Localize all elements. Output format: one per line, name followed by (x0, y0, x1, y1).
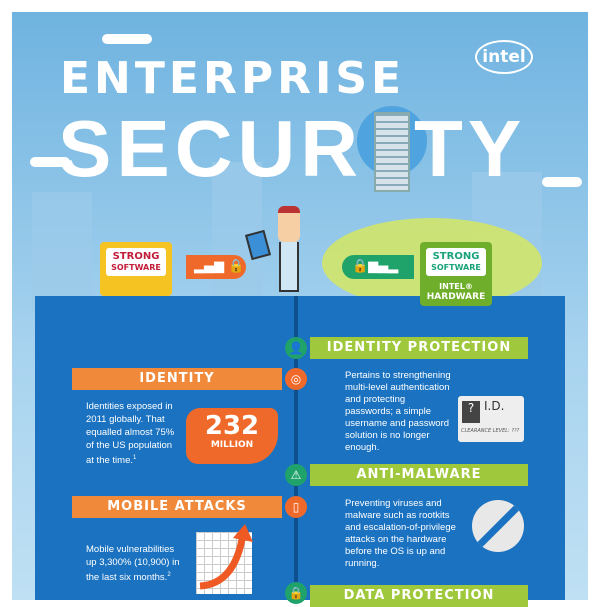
person-illustration (278, 206, 304, 296)
user-icon: 👤 (285, 337, 307, 359)
identity-stat-unit: MILLION (210, 440, 254, 450)
right-robot-line1: STRONG (432, 251, 480, 262)
warning-icon: ⚠ (285, 464, 307, 486)
mobile-attacks-header: MOBILE ATTACKS (72, 496, 282, 518)
right-robot: STRONG SOFTWARE INTEL® HARDWARE (420, 242, 492, 306)
id-card: ? I.D. CLEARANCE LEVEL: ??? (458, 396, 524, 442)
anti-malware-header: ANTI-MALWARE (310, 464, 528, 486)
identity-stat: 232 (204, 411, 260, 441)
rising-arrow-icon (199, 524, 253, 590)
timeline-line (294, 296, 298, 600)
lock-icon: 🔒 (285, 582, 307, 604)
intel-logo: intel (475, 40, 533, 74)
no-entry-icon (472, 500, 524, 552)
right-robot-line2: SOFTWARE (431, 263, 481, 272)
id-card-title: I.D. (484, 399, 505, 413)
fingerprint-icon: ◎ (285, 368, 307, 390)
identity-protection-text: Pertains to strengthening multi-level au… (345, 370, 451, 453)
right-robot-line4: HARDWARE (426, 292, 486, 302)
lock-bars-icon: 🔒▆▄▂ (342, 255, 414, 279)
right-robot-line3: INTEL® (439, 282, 473, 291)
signal-bars-icon: ▂▄▆ 🔒 (186, 255, 246, 279)
data-protection-header: DATA PROTECTION (310, 585, 528, 607)
identity-text-body: Identities exposed in 2011 globally. Tha… (86, 401, 175, 467)
building-icon (374, 112, 410, 192)
mobile-text-body: Mobile vulnerabilities up 3,300% (10,900… (86, 544, 180, 584)
footnote-2: 2 (167, 572, 171, 578)
identity-header: IDENTITY (72, 368, 282, 390)
title-enterprise: ENTERPRISE (60, 53, 406, 104)
title-security-left: SECUR (58, 104, 364, 193)
footnote-1: 1 (133, 455, 137, 461)
title-security-right: TY (414, 104, 527, 193)
identity-text: Identities exposed in 2011 globally. Tha… (86, 400, 180, 467)
phone-icon: ▯ (285, 496, 307, 518)
left-robot-line1: STRONG (112, 251, 160, 262)
unknown-user-icon: ? (462, 401, 480, 423)
usa-map: 232 MILLION (186, 408, 278, 464)
id-card-label: CLEARANCE LEVEL: ??? (461, 428, 520, 434)
left-robot-line2: SOFTWARE (111, 263, 161, 272)
identity-protection-header: IDENTITY PROTECTION (310, 337, 528, 359)
anti-malware-text: Preventing viruses and malware such as r… (345, 498, 456, 569)
mobile-text: Mobile vulnerabilities up 3,300% (10,900… (86, 543, 186, 584)
left-robot: STRONG SOFTWARE (100, 242, 172, 296)
